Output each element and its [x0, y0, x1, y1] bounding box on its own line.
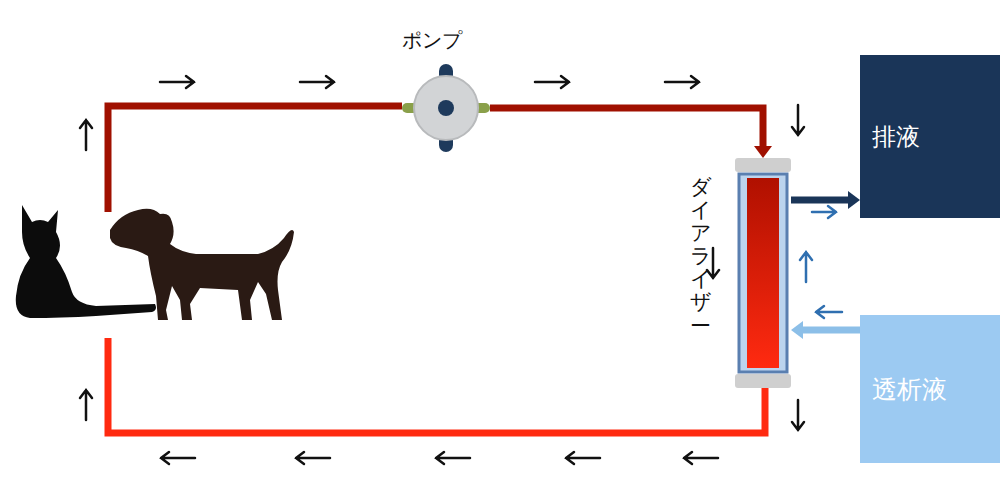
arrow-head: [848, 191, 860, 209]
connector-line: [490, 108, 763, 148]
dog-silhouette: [110, 209, 294, 320]
connector-line: [791, 197, 850, 204]
node-shape: [402, 64, 490, 152]
connector: [791, 191, 860, 209]
node-shape: [735, 158, 791, 388]
flow-arrows-blue: [800, 206, 842, 318]
connector: [791, 321, 860, 339]
node-label: ポンプ: [402, 27, 462, 54]
dialyzer-node: ダイアライザー: [735, 158, 791, 388]
connector-line: [801, 327, 860, 334]
tube-out: [108, 106, 402, 212]
arrow-head: [754, 146, 772, 158]
dialysate-box: 透析液: [860, 315, 1000, 463]
node-label: 透析液: [872, 373, 947, 406]
drain-box: 排液: [860, 55, 1000, 218]
connector: [490, 108, 772, 158]
tube-return: [108, 338, 765, 433]
arrow-head: [791, 321, 803, 339]
flow-arrows: [80, 76, 804, 464]
node-label: ダイアライザー: [690, 176, 711, 338]
node-label: 排液: [872, 121, 920, 153]
pump-node: ポンプ: [402, 64, 490, 152]
